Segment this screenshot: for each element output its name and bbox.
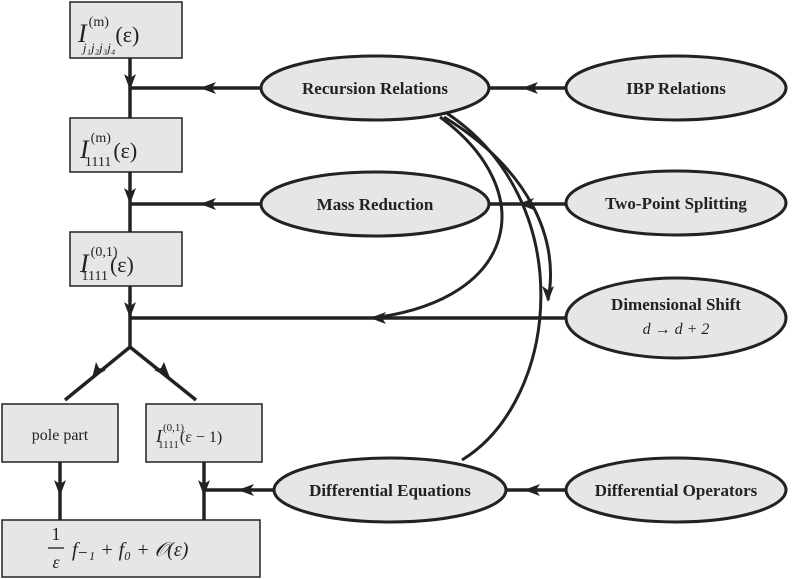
arrow-diffop <box>524 484 540 496</box>
dimensional-shift-label: Dimensional Shift <box>611 295 741 314</box>
arrow-ibp <box>522 82 538 94</box>
arrow-recursion <box>200 82 216 94</box>
arrow-curve-down <box>542 286 554 302</box>
integral-shifted-base: I <box>155 426 163 446</box>
svg-text:I(m)1111(ε): I(m) 1111(ε) <box>79 131 137 170</box>
node-differential-equations: Differential Equations <box>272 456 508 524</box>
svg-text:I(m)j₁j₂j₃j₄(ε): I(m) j₁j₂j₃j₄(ε) <box>77 15 139 55</box>
arrow-dimshift <box>370 312 386 324</box>
ibp-relations-label: IBP Relations <box>626 79 726 98</box>
node-general-integral: I(m) j₁j₂j₃j₄(ε) <box>69 1 183 59</box>
differential-operators-label: Differential Operators <box>595 481 758 500</box>
integral-1111-01-arg: (ε) <box>110 252 134 277</box>
integral-1111-01-sup: (0,1) <box>91 245 118 260</box>
arrow-spine-1 <box>124 74 136 90</box>
integral-1111-m-sup: (m) <box>91 131 112 146</box>
node-dimensional-shift: Dimensional Shift d → d + 2 <box>564 276 788 360</box>
diffeq-to-recursion-curve <box>444 110 543 462</box>
integral-1111-01-base: I <box>79 249 90 278</box>
svg-text:I(0,1)1111(ε): I(0,1) 1111(ε) <box>79 245 134 284</box>
pole-part-label: pole part <box>32 427 89 444</box>
general-integral-sup: (m) <box>89 15 110 30</box>
result-fraction-numerator: 1 <box>52 524 61 544</box>
result-fraction-denominator: ε <box>52 552 60 572</box>
recursion-relations-label: Recursion Relations <box>302 79 448 98</box>
differential-equations-label: Differential Equations <box>309 481 471 500</box>
node-pole-part: pole part <box>1 403 119 463</box>
recursion-to-dimshift-curve-2 <box>443 115 553 301</box>
node-integral-shifted: I(0,1) 1111(ε − 1) <box>145 403 263 463</box>
arrow-two-point <box>518 198 534 210</box>
node-integral-1111-01: I(0,1) 1111(ε) <box>69 231 183 287</box>
node-differential-operators: Differential Operators <box>564 456 788 524</box>
node-two-point-splitting: Two-Point Splitting <box>564 169 788 237</box>
node-integral-1111-m: I(m) 1111(ε) <box>69 117 183 173</box>
node-recursion-relations: Recursion Relations <box>259 54 491 122</box>
svg-text:I(0,1)1111(ε − 1): I(0,1) 1111(ε − 1) <box>155 422 222 451</box>
integral-shifted-arg: (ε − 1) <box>180 429 222 446</box>
arrow-diffeq <box>238 484 254 496</box>
general-integral-arg: (ε) <box>115 22 139 47</box>
mass-reduction-label: Mass Reduction <box>317 195 434 214</box>
integral-1111-m-arg: (ε) <box>113 138 137 163</box>
arrow-spine-2 <box>124 188 136 204</box>
integral-shifted-sup: (0,1) <box>163 422 184 434</box>
arrow-spine-3 <box>124 302 136 318</box>
arrow-mass <box>200 198 216 210</box>
general-integral-base: I <box>77 19 88 48</box>
node-mass-reduction: Mass Reduction <box>259 170 491 238</box>
arrow-split-right <box>154 362 170 378</box>
integral-1111-m-sub: 1111 <box>85 155 111 170</box>
node-result: 1 ε f₋₁ + f₀ + 𝒪(ε) <box>1 519 261 578</box>
two-point-splitting-label: Two-Point Splitting <box>605 194 747 213</box>
integral-shifted-sub: 1111 <box>158 439 179 451</box>
result-expression: f₋₁ + f₀ + 𝒪(ε) <box>72 539 189 561</box>
arrowheads <box>54 74 554 496</box>
arrow-split-left <box>92 362 106 378</box>
integral-1111-01-sub: 1111 <box>82 269 108 284</box>
general-integral-sub: j₁j₂j₃j₄ <box>81 40 116 55</box>
dimensional-shift-formula: d → d + 2 <box>643 321 710 338</box>
arrow-pole-down <box>54 480 66 496</box>
recursion-to-dimshift-curve <box>371 115 504 320</box>
arrow-shift-down <box>198 480 210 496</box>
node-ibp-relations: IBP Relations <box>564 54 788 122</box>
integral-1111-m-base: I <box>79 135 90 164</box>
